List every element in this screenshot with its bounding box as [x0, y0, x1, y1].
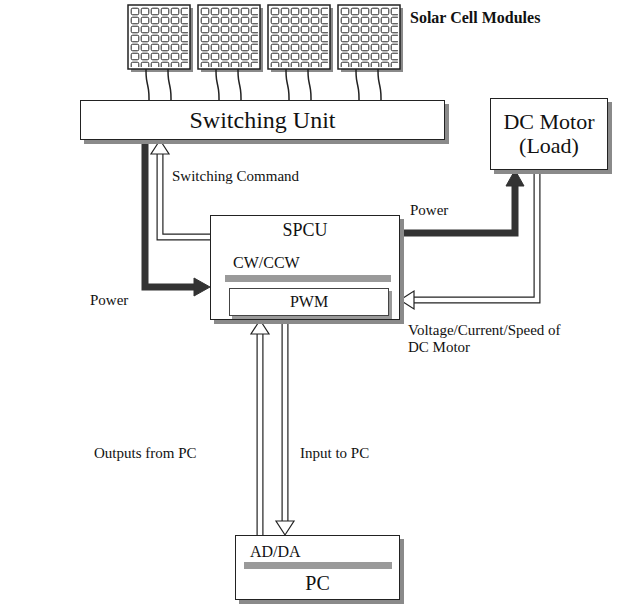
- solar-panel: [128, 5, 193, 72]
- function-band: AD/DA: [244, 541, 392, 569]
- signal-arrow: [251, 320, 269, 535]
- arrow-shaft: [282, 320, 289, 522]
- solar-module-group: Solar Cell Modules: [125, 3, 544, 69]
- arrow-shaft-core: [413, 170, 537, 300]
- arrow-shaft-core: [160, 153, 210, 237]
- edge-label: Switching Command: [170, 168, 301, 185]
- box-label: CW/CCW: [233, 254, 300, 272]
- edge-label: Power: [408, 202, 450, 219]
- process-box: DC Motor (Load): [490, 98, 608, 170]
- arrow-shaft: [257, 333, 264, 535]
- solar-panel: [268, 5, 333, 72]
- wire: [146, 69, 381, 100]
- arrow-head: [400, 291, 414, 309]
- box-label: PC: [305, 572, 329, 594]
- arrow-shaft: [160, 153, 210, 237]
- arrow-head: [151, 140, 169, 154]
- box-label: SPCU: [282, 221, 327, 241]
- arrow-shaft-core: [283, 320, 288, 522]
- edge-label: Voltage/Current/Speed of DC Motor: [406, 322, 580, 357]
- signal-arrow: [276, 320, 294, 535]
- arrow-head: [276, 521, 294, 535]
- power-arrow: [145, 140, 210, 296]
- solar-panel: [198, 5, 263, 72]
- arrow-shaft-core: [258, 333, 263, 535]
- edge-label: Power: [88, 292, 130, 309]
- signal-arrow: [151, 140, 210, 237]
- edge-label: Outputs from PC: [92, 445, 199, 462]
- wire-bundle: [146, 69, 381, 100]
- signal-arrow: [400, 170, 537, 309]
- box-label: Switching Unit: [189, 107, 335, 133]
- process-box: CW/CCW PWM SPCU: [210, 215, 400, 320]
- function-band: PWM: [229, 288, 389, 316]
- box-label: DC Motor (Load): [495, 110, 603, 158]
- box-label: AD/DA: [250, 543, 301, 561]
- solar-panel: [338, 5, 403, 72]
- process-box: Switching Unit: [80, 100, 445, 140]
- function-band: CW/CCW: [225, 250, 391, 282]
- arrow-shaft: [400, 185, 515, 233]
- box-label: PWM: [290, 293, 328, 311]
- edge-label: Input to PC: [298, 445, 371, 462]
- module-label: Solar Cell Modules: [410, 9, 540, 27]
- process-box: AD/DAPC: [235, 535, 400, 600]
- arrow-shaft: [145, 140, 195, 287]
- arrow-shaft: [413, 170, 537, 300]
- arrow-head: [251, 320, 269, 334]
- power-arrow: [400, 170, 524, 233]
- arrow-head: [506, 170, 524, 186]
- arrow-head: [194, 278, 210, 296]
